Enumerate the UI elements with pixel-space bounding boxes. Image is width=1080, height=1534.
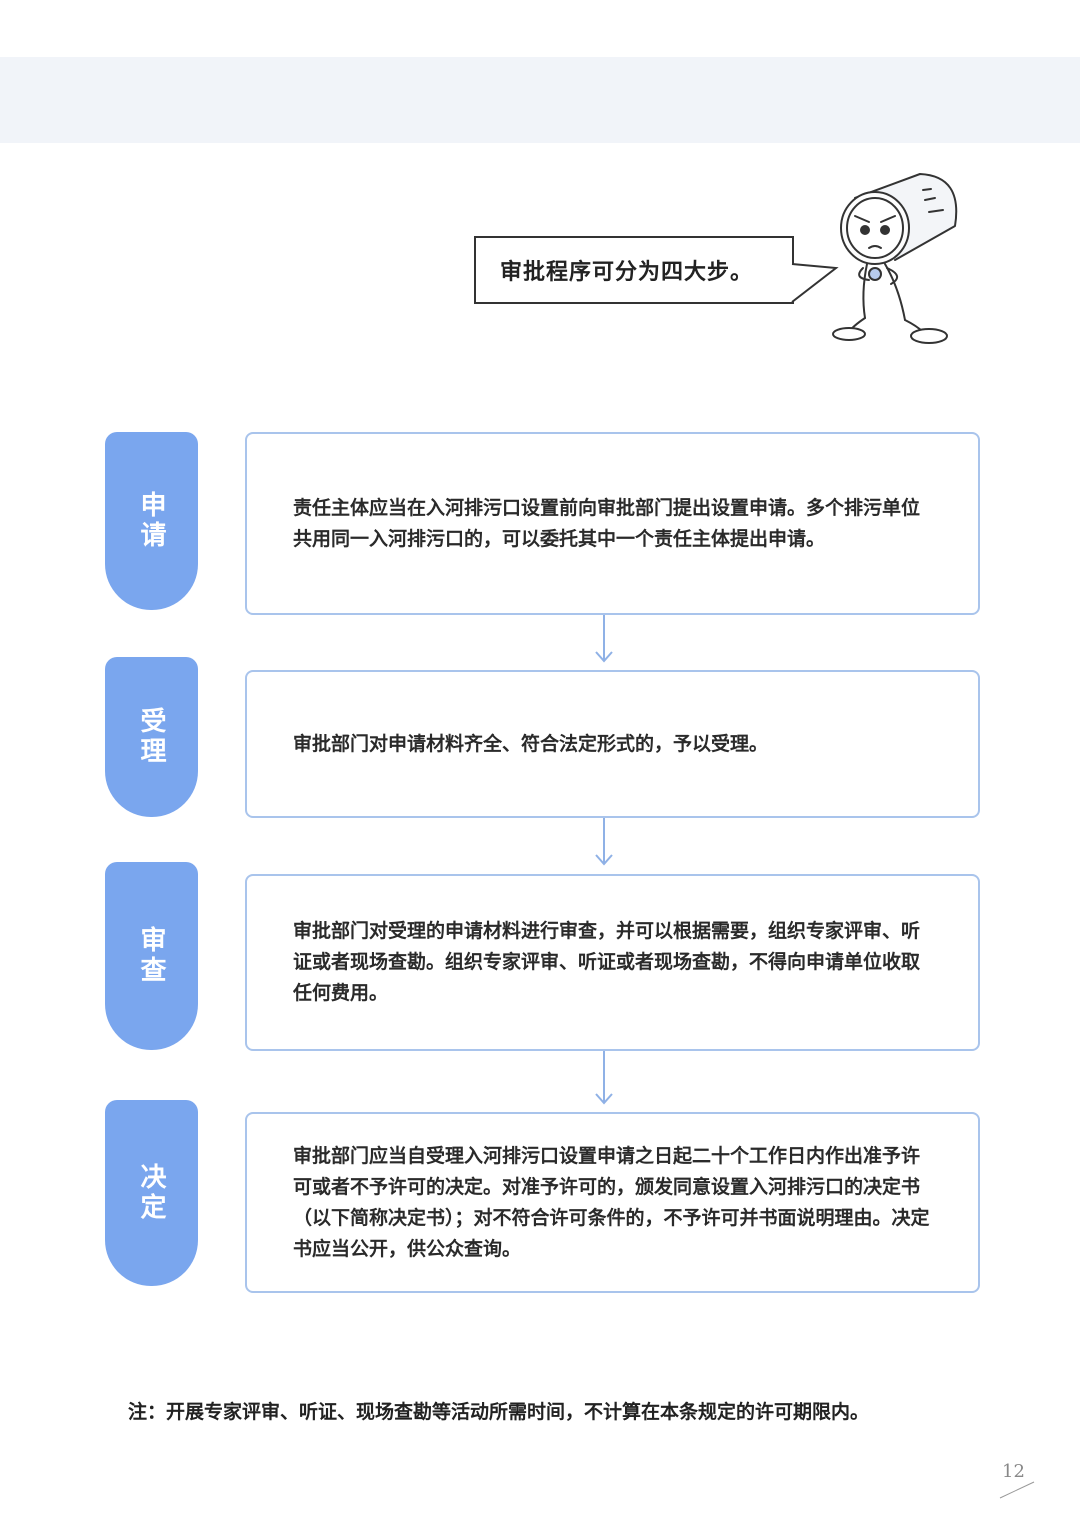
step-tab-acceptance: 受理 <box>105 657 198 817</box>
speech-bubble: 审批程序可分为四大步。 <box>474 236 794 304</box>
speech-text: 审批程序可分为四大步。 <box>500 260 754 285</box>
footnote: 注：开展专家评审、听证、现场查勘等活动所需时间，不计算在本条规定的许可期限内。 <box>128 1401 870 1423</box>
step-box-review: 审批部门对受理的申请材料进行审查，并可以根据需要，组织专家评审、听证或者现场查勘… <box>245 874 980 1051</box>
step-tab-decision: 决定 <box>105 1100 198 1286</box>
page-number: 12 <box>1002 1461 1025 1482</box>
step-tab-review: 审查 <box>105 862 198 1050</box>
down-arrow-icon <box>595 1051 613 1105</box>
step-tab-application: 申请 <box>105 432 198 610</box>
down-arrow-icon <box>595 818 613 866</box>
pipe-mascot-illustration <box>832 173 958 344</box>
step-tab-label: 审查 <box>136 926 166 986</box>
page-number-slash <box>999 1481 1035 1499</box>
step-box-application: 责任主体应当在入河排污口设置前向审批部门提出设置申请。多个排污单位共用同一入河排… <box>245 432 980 615</box>
step-text: 审批部门对申请材料齐全、符合法定形式的，予以受理。 <box>293 732 769 755</box>
speech-bubble-tail <box>791 263 839 302</box>
header-band <box>0 57 1080 143</box>
step-text: 责任主体应当在入河排污口设置前向审批部门提出设置申请。多个排污单位共用同一入河排… <box>293 496 921 550</box>
step-tab-label: 申请 <box>136 491 166 551</box>
down-arrow-icon <box>595 615 613 663</box>
step-box-acceptance: 审批部门对申请材料齐全、符合法定形式的，予以受理。 <box>245 670 980 818</box>
step-text: 审批部门对受理的申请材料进行审查，并可以根据需要，组织专家评审、听证或者现场查勘… <box>293 920 921 1004</box>
step-text: 审批部门应当自受理入河排污口设置申请之日起二十个工作日内作出准予许可或者不予许可… <box>293 1144 930 1260</box>
step-tab-label: 决定 <box>136 1163 166 1223</box>
step-box-decision: 审批部门应当自受理入河排污口设置申请之日起二十个工作日内作出准予许可或者不予许可… <box>245 1112 980 1293</box>
step-tab-label: 受理 <box>136 707 166 767</box>
